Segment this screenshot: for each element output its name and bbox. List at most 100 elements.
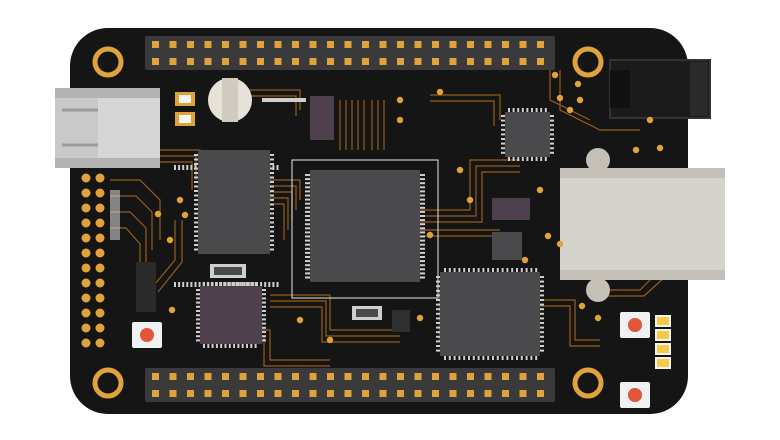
via [544, 232, 552, 240]
cpu-pin [305, 251, 310, 254]
edge-pad [81, 248, 91, 258]
pmic-pin [436, 326, 440, 329]
memory-pin [194, 167, 198, 170]
usbc-pin [550, 128, 554, 131]
purple-pin [228, 282, 231, 286]
memory-pin [270, 217, 274, 219]
pmic-pin [436, 299, 440, 301]
cpu-pin [305, 223, 310, 226]
memory-pin [270, 226, 274, 228]
edge-pad [95, 233, 105, 243]
purple-chip-small [310, 96, 334, 140]
header-pin [414, 373, 422, 380]
cpu-pin [420, 206, 425, 209]
purple-pin [262, 293, 266, 296]
header-pin [327, 58, 334, 65]
usbc-pin [526, 157, 529, 161]
header-pin [292, 58, 299, 65]
via [551, 71, 559, 79]
header-pin [449, 58, 457, 65]
header-pin [257, 373, 264, 380]
usbc-pin [508, 108, 510, 112]
via [576, 96, 584, 104]
header-pin [187, 41, 194, 48]
small-chip [492, 232, 522, 260]
header-pin [502, 58, 509, 65]
memory-pin [194, 221, 198, 224]
usbc-pin [535, 157, 538, 161]
header-pin [292, 373, 299, 380]
pmic-pin [436, 345, 440, 347]
pmic-pin [482, 356, 485, 360]
pmic-pin [458, 356, 461, 360]
pmic-pin [477, 356, 480, 360]
pmic-pin [436, 331, 440, 334]
pmic-pin [530, 356, 533, 360]
pmic-pin [448, 268, 451, 272]
purple-pin [237, 344, 240, 348]
header-pin [519, 373, 527, 380]
cpu-pin [305, 182, 310, 185]
header-pin [414, 390, 422, 397]
edge-pad [95, 323, 105, 333]
header-pin [327, 390, 334, 397]
memory-pin [194, 172, 198, 174]
pmic-pin [540, 331, 544, 334]
cpu-pin [186, 165, 189, 170]
header-pin [169, 58, 177, 65]
purple-pin [215, 282, 218, 286]
usbc-pin [540, 157, 543, 161]
purple-pin [250, 344, 253, 348]
header-pin [519, 41, 527, 48]
header-pin [379, 373, 387, 380]
pmic-pin [540, 345, 544, 347]
purple-pin [262, 297, 266, 300]
header-pin [379, 41, 387, 48]
cpu-pin [305, 272, 310, 275]
pmic-pin [436, 340, 440, 343]
memory-pin [194, 208, 198, 210]
usbc-pin [531, 157, 533, 161]
pmic-pin [535, 268, 538, 272]
cpu-pin [243, 282, 246, 287]
pmic-pin [540, 299, 544, 301]
purple-pin [246, 282, 248, 286]
purple-pin [203, 282, 205, 286]
header-pin [484, 41, 492, 48]
header-pin [519, 390, 527, 397]
header-pin [292, 390, 299, 397]
purple-pin [241, 344, 244, 348]
memory-pin [270, 163, 274, 165]
cpu-pin [305, 198, 310, 201]
header-pin [169, 390, 177, 397]
edge-pad [95, 203, 105, 213]
edge-pad [95, 263, 105, 273]
usbc-pin [526, 108, 529, 112]
pmic-pin [487, 356, 490, 360]
usbc-pin [521, 108, 524, 112]
header-pin [449, 373, 457, 380]
pmic-pin [540, 317, 544, 320]
cpu-pin [305, 194, 310, 197]
usbc-pin [512, 108, 515, 112]
status-leds [655, 315, 671, 369]
memory-pin [194, 199, 198, 201]
usbc-pin [501, 142, 505, 145]
via [296, 316, 304, 324]
memory-pin [270, 248, 274, 251]
via [536, 186, 544, 194]
memory-pin [270, 181, 274, 183]
mounting-hole-bottom-left [92, 367, 124, 399]
header-pin [152, 373, 159, 380]
header-pin [397, 390, 404, 397]
edge-pad [81, 263, 91, 273]
power-button [620, 382, 650, 408]
pmic-pin [482, 268, 485, 272]
memory-pin [194, 239, 198, 242]
pmic-pin [540, 280, 544, 283]
cpu-pin [276, 165, 279, 170]
purple-pin [207, 344, 210, 348]
cpu-pin [194, 282, 197, 287]
usbc-pin [550, 124, 554, 127]
via [566, 106, 574, 114]
